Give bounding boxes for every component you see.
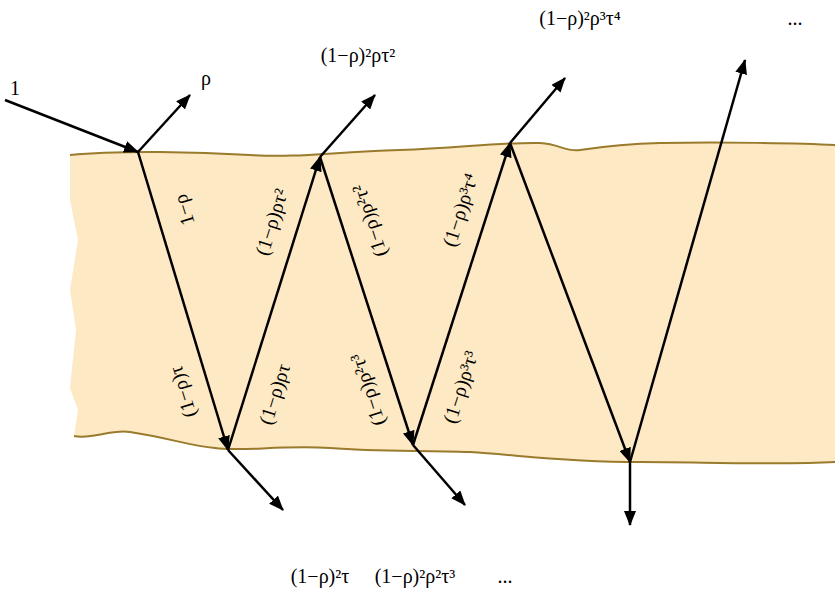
reflected-ray xyxy=(138,95,190,152)
intensity-label: (1−ρ)²ρ²τ³ xyxy=(375,565,456,587)
emerging-ray xyxy=(320,95,375,157)
internal-ray xyxy=(510,143,630,462)
internal-ray xyxy=(320,157,413,445)
intensity-label: ρ xyxy=(201,67,211,89)
ray-intensity: 1−ρ xyxy=(169,192,199,228)
slab-body xyxy=(70,143,835,464)
ray-intensity: (1−ρ)ρ³τ⁴ xyxy=(438,171,482,250)
ray-intensity: (1−ρ)ρτ xyxy=(254,360,294,426)
internal-ray xyxy=(413,143,510,445)
transmitted-ray xyxy=(413,445,465,505)
intensity-label: ... xyxy=(498,565,513,587)
intensity-label: (1−ρ)²τ xyxy=(291,565,350,587)
intensity-label: (1−ρ)²ρ³τ⁴ xyxy=(539,7,621,29)
intensity-label: ... xyxy=(788,7,803,29)
internal-ray xyxy=(228,157,320,450)
emerging-ray xyxy=(510,78,565,143)
ray-intensity: (1−ρ)ρ³τ³ xyxy=(438,348,482,426)
ray-intensity: (1−ρ)τ xyxy=(164,364,200,421)
transmitted-ray xyxy=(629,462,632,525)
internal-ray xyxy=(138,152,228,450)
transmitted-ray xyxy=(228,450,283,510)
incident-ray xyxy=(5,100,138,152)
slab-bottom-surface xyxy=(74,431,835,463)
ray-intensity: (1−ρ)ρτ² xyxy=(250,186,292,258)
intensity-label: 1 xyxy=(10,77,20,99)
intensity-label: (1−ρ)²ρτ² xyxy=(321,44,396,66)
ray-intensity: (1−ρ)ρ²τ³ xyxy=(345,351,389,429)
ray-intensity: (1−ρ)ρ²τ² xyxy=(347,182,391,260)
emerging-ray xyxy=(630,60,745,462)
